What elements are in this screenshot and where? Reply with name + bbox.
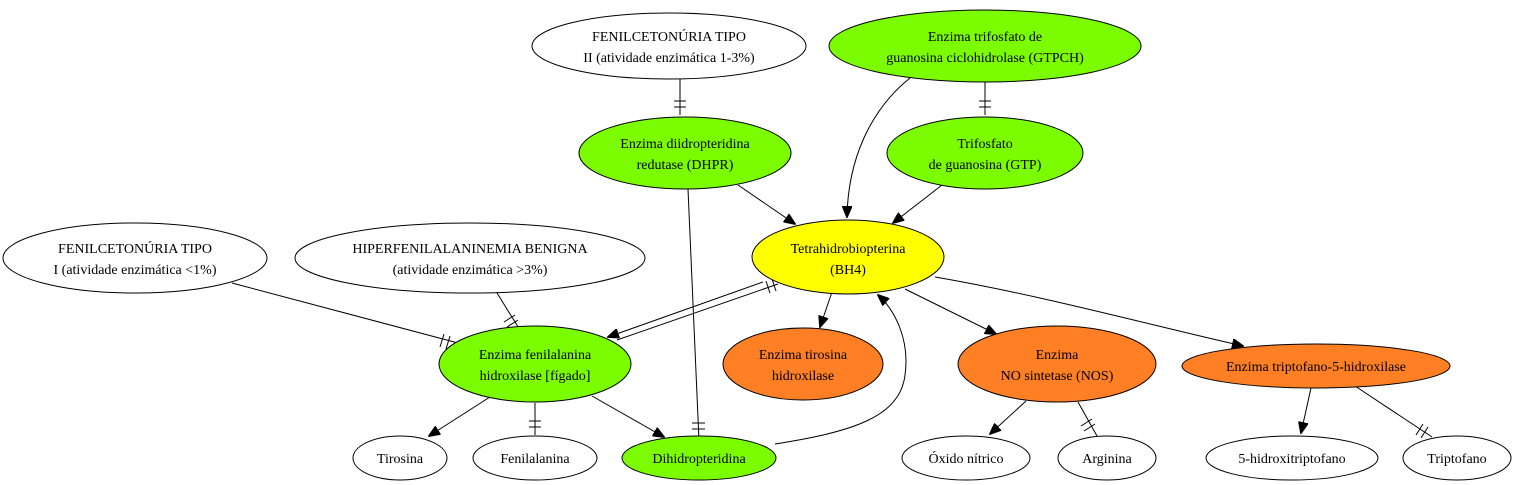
node-label: 5-hidroxitriptofano <box>1238 452 1345 467</box>
node-label-line1: FENILCETONÚRIA TIPO <box>592 28 746 45</box>
node-shape <box>294 222 646 294</box>
node-phe[interactable]: Fenilalanina <box>472 435 598 481</box>
node-label-line2: NO sintetase (NOS) <box>1001 369 1114 384</box>
node-shape <box>901 435 1031 481</box>
node-htp[interactable]: 5-hidroxitriptofano <box>1205 435 1379 481</box>
node-shape <box>1181 343 1451 389</box>
node-shape <box>957 325 1157 403</box>
edge-pku1-inhibits-pah <box>231 282 459 350</box>
tee-marker <box>765 280 771 294</box>
nodes-layer: FENILCETONÚRIA TIPO II (atividade enzimá… <box>2 9 1512 481</box>
node-label-line1: Enzima fenilalanina <box>479 348 592 363</box>
node-label-line1: Tetrahidrobiopterina <box>791 242 907 257</box>
node-label-line1: FENILCETONÚRIA TIPO <box>58 240 212 257</box>
node-label-line1: Enzima diidropteridina <box>620 137 750 152</box>
edge-pah-inhibits-phe <box>529 403 541 435</box>
node-shape <box>2 222 268 294</box>
edge-tph-inhibits-trp <box>1354 385 1433 439</box>
node-dhb[interactable]: Dihidropteridina <box>621 435 777 481</box>
node-shape <box>828 9 1142 83</box>
node-th[interactable]: Enzima tirosina hidroxilase <box>722 327 884 401</box>
node-shape <box>472 435 598 481</box>
node-gtp[interactable]: Trifosfato de guanosina (GTP) <box>886 116 1084 190</box>
node-pku1[interactable]: FENILCETONÚRIA TIPO I (atividade enzimát… <box>2 222 268 294</box>
tee-marker <box>503 314 516 323</box>
edge-dhpr-activates-bh4 <box>737 184 795 224</box>
node-label-line1: Trifosfato <box>957 137 1013 152</box>
edge-nos-inhibits-arg <box>1077 401 1098 437</box>
node-label-line2: I (atividade enzimática <1%) <box>54 263 217 278</box>
edge-pah-activates-dhb <box>591 395 664 437</box>
node-label-line2: (BH4) <box>830 263 866 278</box>
node-trp[interactable]: Triptofano <box>1402 435 1512 481</box>
node-label-line1: Enzima <box>1036 348 1080 363</box>
node-shape <box>722 327 884 401</box>
edge-gtpch-inhibits-gtp <box>979 82 991 115</box>
edge-dhb-activates-bh4 <box>774 295 907 445</box>
node-label-line2: redutase (DHPR) <box>637 158 734 173</box>
node-label: Arginina <box>1082 452 1132 467</box>
node-shape <box>621 435 777 481</box>
edge-dhpr-inhibits-dhb <box>687 188 705 442</box>
node-shape <box>531 12 807 80</box>
node-label-line1: Enzima tirosina <box>759 348 848 363</box>
edge-bh4-activates-tph <box>934 276 1243 346</box>
node-shape <box>1205 435 1379 481</box>
node-nos[interactable]: Enzima NO sintetase (NOS) <box>957 325 1157 403</box>
edge-pku2-inhibits-dhpr <box>674 78 686 115</box>
node-label: Enzima triptofano-5-hidroxilase <box>1226 360 1406 375</box>
node-label-line2: (atividade enzimática >3%) <box>393 263 548 278</box>
node-label-line2: hidroxilase [fígado] <box>480 369 591 384</box>
edge-pah-inhibits-bh4 <box>616 278 779 341</box>
node-tyr[interactable]: Tirosina <box>352 435 448 481</box>
edge-tph-activates-htp <box>1301 387 1312 433</box>
tee-marker <box>445 335 451 350</box>
node-label-line2: II (atividade enzimática 1-3%) <box>583 51 755 66</box>
tee-marker <box>1080 418 1093 427</box>
node-shape <box>751 219 945 295</box>
node-shape <box>1057 435 1157 481</box>
edge-bh4-activates-nos <box>904 288 996 334</box>
node-bh4[interactable]: Tetrahidrobiopterina (BH4) <box>751 219 945 295</box>
edge-pah-activates-tyr <box>429 396 491 436</box>
tee-marker <box>1415 423 1424 436</box>
node-shape <box>352 435 448 481</box>
node-label: Fenilalanina <box>500 452 570 467</box>
node-dhpr[interactable]: Enzima diidropteridina redutase (DHPR) <box>578 116 792 190</box>
tee-marker <box>1420 426 1429 439</box>
node-arg[interactable]: Arginina <box>1057 435 1157 481</box>
edges-layer <box>231 77 1433 445</box>
node-shape <box>886 116 1084 190</box>
node-label: Óxido nítrico <box>928 450 1003 467</box>
node-label-line2: hidroxilase <box>772 369 834 384</box>
node-pah[interactable]: Enzima fenilalanina hidroxilase [fígado] <box>438 325 632 403</box>
node-label-line2: guanosina ciclohidrolase (GTPCH) <box>886 51 1084 66</box>
node-shape <box>578 116 792 190</box>
node-pku2[interactable]: FENILCETONÚRIA TIPO II (atividade enzimá… <box>531 12 807 80</box>
node-shape <box>1402 435 1512 481</box>
node-label: Triptofano <box>1427 452 1486 467</box>
node-gtpch[interactable]: Enzima trifosfato de guanosina ciclohidr… <box>828 9 1142 83</box>
node-label: Dihidropteridina <box>652 452 746 467</box>
node-shape <box>438 325 632 403</box>
node-hpa[interactable]: HIPERFENILALANINEMIA BENIGNA (atividade … <box>294 222 646 294</box>
node-tph[interactable]: Enzima triptofano-5-hidroxilase <box>1181 343 1451 389</box>
node-label-line1: Enzima trifosfato de <box>928 30 1042 45</box>
tee-marker <box>1083 423 1096 432</box>
edge-bh4-activates-th <box>820 291 833 327</box>
node-label-line2: de guanosina (GTP) <box>929 158 1042 173</box>
edge-bh4-activates-pah <box>608 281 764 337</box>
node-label-line1: HIPERFENILALANINEMIA BENIGNA <box>352 242 588 257</box>
tee-marker <box>771 278 777 292</box>
edge-hpa-inhibits-pah <box>496 292 521 331</box>
node-label: Tirosina <box>377 452 424 467</box>
tee-marker <box>439 333 445 348</box>
node-no[interactable]: Óxido nítrico <box>901 435 1031 481</box>
edge-gtpch-activates-bh4 <box>847 77 911 217</box>
edge-gtp-activates-bh4 <box>893 184 943 223</box>
tee-marker <box>506 319 519 328</box>
edge-nos-activates-no <box>990 400 1027 434</box>
